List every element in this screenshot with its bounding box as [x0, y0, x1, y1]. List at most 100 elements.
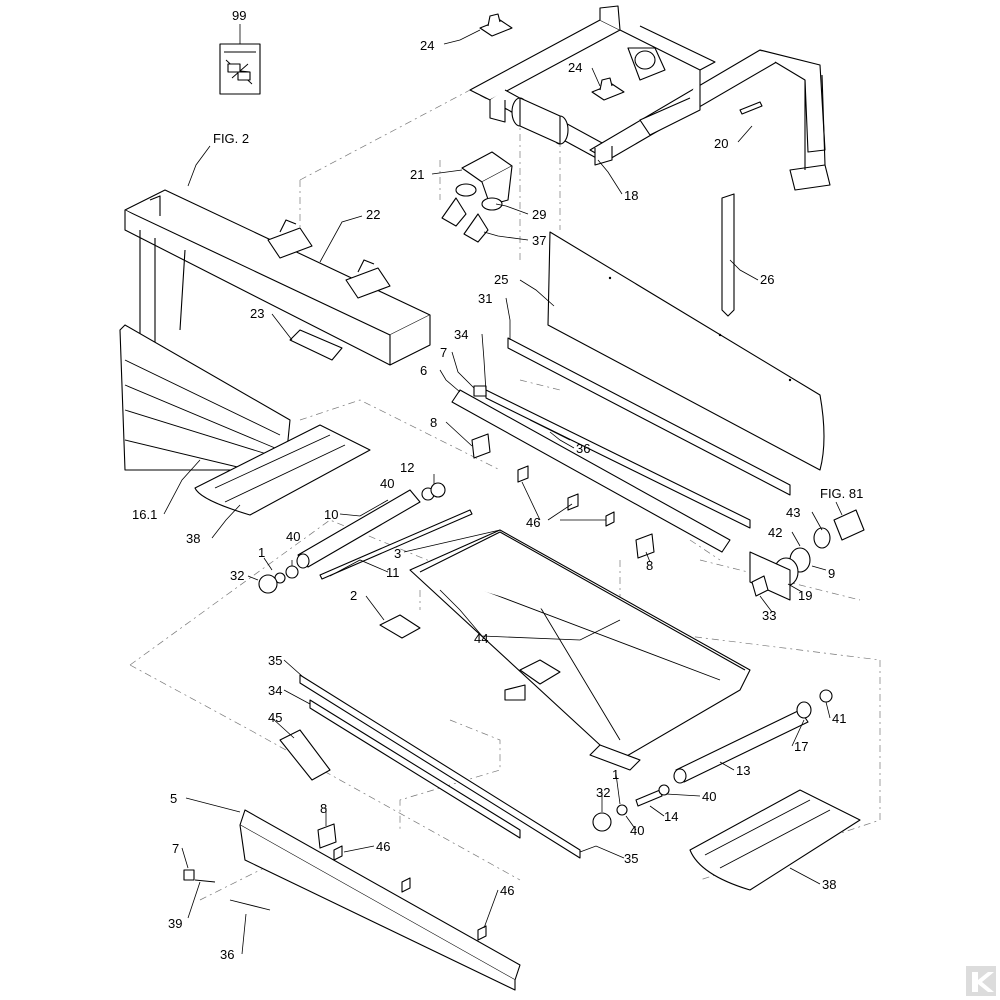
callout-40-top: 40 — [380, 476, 394, 491]
fig-81-label: FIG. 81 — [820, 486, 863, 501]
callout-8-upper: 8 — [430, 415, 437, 430]
callout-18: 18 — [624, 188, 638, 203]
part-24-bracket-a — [479, 13, 513, 37]
callout-1-left: 1 — [258, 545, 265, 560]
callout-46-lower: 46 — [376, 839, 390, 854]
callout-38-left: 38 — [186, 531, 200, 546]
callout-5: 5 — [170, 791, 177, 806]
part-fig2-frame — [124, 189, 431, 366]
part-36-bolt — [229, 899, 271, 911]
callout-37: 37 — [532, 233, 546, 248]
callout-6: 6 — [420, 363, 427, 378]
part-5-rail-lower — [239, 809, 521, 991]
callout-34-lower: 34 — [268, 683, 282, 698]
part-17-bearing — [796, 701, 812, 719]
part-22-clamps — [267, 219, 391, 299]
figure-references: FIG. 2 FIG. 81 — [187, 131, 863, 516]
part-10-roller — [296, 489, 421, 569]
callout-43: 43 — [786, 505, 800, 520]
callout-39: 39 — [168, 916, 182, 931]
part-36-spring — [529, 419, 571, 441]
callout-31: 31 — [478, 291, 492, 306]
part-29-pads — [455, 183, 503, 211]
part-99-hardware-bag — [219, 43, 261, 95]
callout-24-top: 24 — [420, 38, 434, 53]
part-37-cones — [441, 197, 489, 243]
callout-40-right: 40 — [702, 789, 716, 804]
callout-20: 20 — [714, 136, 728, 151]
callout-33: 33 — [762, 608, 776, 623]
callout-25: 25 — [494, 272, 508, 287]
callout-labels: 99 24 24 20 18 21 29 37 22 23 26 25 31 3… — [132, 8, 846, 962]
callout-45: 45 — [268, 710, 282, 725]
callout-40-right-lower: 40 — [630, 823, 644, 838]
callout-22: 22 — [366, 207, 380, 222]
callout-13: 13 — [736, 763, 750, 778]
part-31-strip — [507, 337, 791, 496]
part-main-chassis — [379, 529, 751, 771]
callout-35-left: 35 — [268, 653, 282, 668]
part-13-roller — [673, 709, 809, 784]
part-40-32-1-bearings-lower — [592, 784, 670, 832]
callout-34-upper: 34 — [454, 327, 468, 342]
callout-9: 9 — [828, 566, 835, 581]
callout-41: 41 — [832, 711, 846, 726]
part-7-block — [473, 385, 487, 397]
callout-16-1: 16.1 — [132, 507, 157, 522]
leader-lines — [163, 24, 831, 955]
part-21-mount — [461, 151, 513, 206]
part-24-bracket-b — [591, 77, 625, 101]
callout-21: 21 — [410, 167, 424, 182]
callout-40-left: 40 — [286, 529, 300, 544]
callout-29: 29 — [532, 207, 546, 222]
callout-12: 12 — [400, 460, 414, 475]
callout-42: 42 — [768, 525, 782, 540]
brand-logo — [966, 966, 996, 996]
part-motor-assembly — [749, 509, 865, 601]
part-16-1-deck — [119, 324, 291, 471]
part-41-bearing — [819, 689, 833, 703]
callout-2: 2 — [350, 588, 357, 603]
callout-36-lower: 36 — [220, 947, 234, 962]
callout-19: 19 — [798, 588, 812, 603]
part-11-shaft — [319, 509, 473, 580]
callout-32-right: 32 — [596, 785, 610, 800]
callout-17: 17 — [794, 739, 808, 754]
callout-24-mid: 24 — [568, 60, 582, 75]
part-34-strip-lower — [309, 699, 521, 839]
part-6-rail — [451, 389, 731, 553]
part-14-stub-shaft — [635, 789, 663, 807]
callout-3: 3 — [394, 546, 401, 561]
callout-46-mid: 46 — [526, 515, 540, 530]
part-38-belt-left — [194, 424, 371, 516]
callout-23: 23 — [250, 306, 264, 321]
part-12-40-bearings-top — [421, 482, 446, 501]
part-40-1-32-bearings-left — [258, 565, 299, 594]
part-8-bracket — [471, 433, 655, 559]
part-39-spring — [194, 879, 216, 883]
part-8-46-clips-lower — [317, 823, 487, 941]
part-38-belt-right — [689, 789, 861, 891]
callout-38-right: 38 — [822, 877, 836, 892]
part-top-frame — [469, 5, 831, 191]
callout-32-left: 32 — [230, 568, 244, 583]
part-45-bracket — [279, 729, 331, 781]
callout-14: 14 — [664, 809, 678, 824]
part-46-clips — [517, 465, 615, 527]
callout-35-right: 35 — [624, 851, 638, 866]
callout-11: 11 — [386, 565, 400, 580]
part-35-strip-lower — [299, 674, 581, 859]
callout-8-mid: 8 — [646, 558, 653, 573]
part-7-block-lower — [183, 869, 195, 881]
callout-8-lower: 8 — [320, 801, 327, 816]
callout-46-bottom: 46 — [500, 883, 514, 898]
fig-2-label: FIG. 2 — [213, 131, 249, 146]
part-25-panel — [547, 231, 825, 471]
callout-10: 10 — [324, 507, 338, 522]
callout-99: 99 — [232, 8, 246, 23]
callout-7-upper: 7 — [440, 345, 447, 360]
callout-36-upper: 36 — [576, 441, 590, 456]
callout-7-lower: 7 — [172, 841, 179, 856]
part-23-bracket — [289, 329, 343, 361]
